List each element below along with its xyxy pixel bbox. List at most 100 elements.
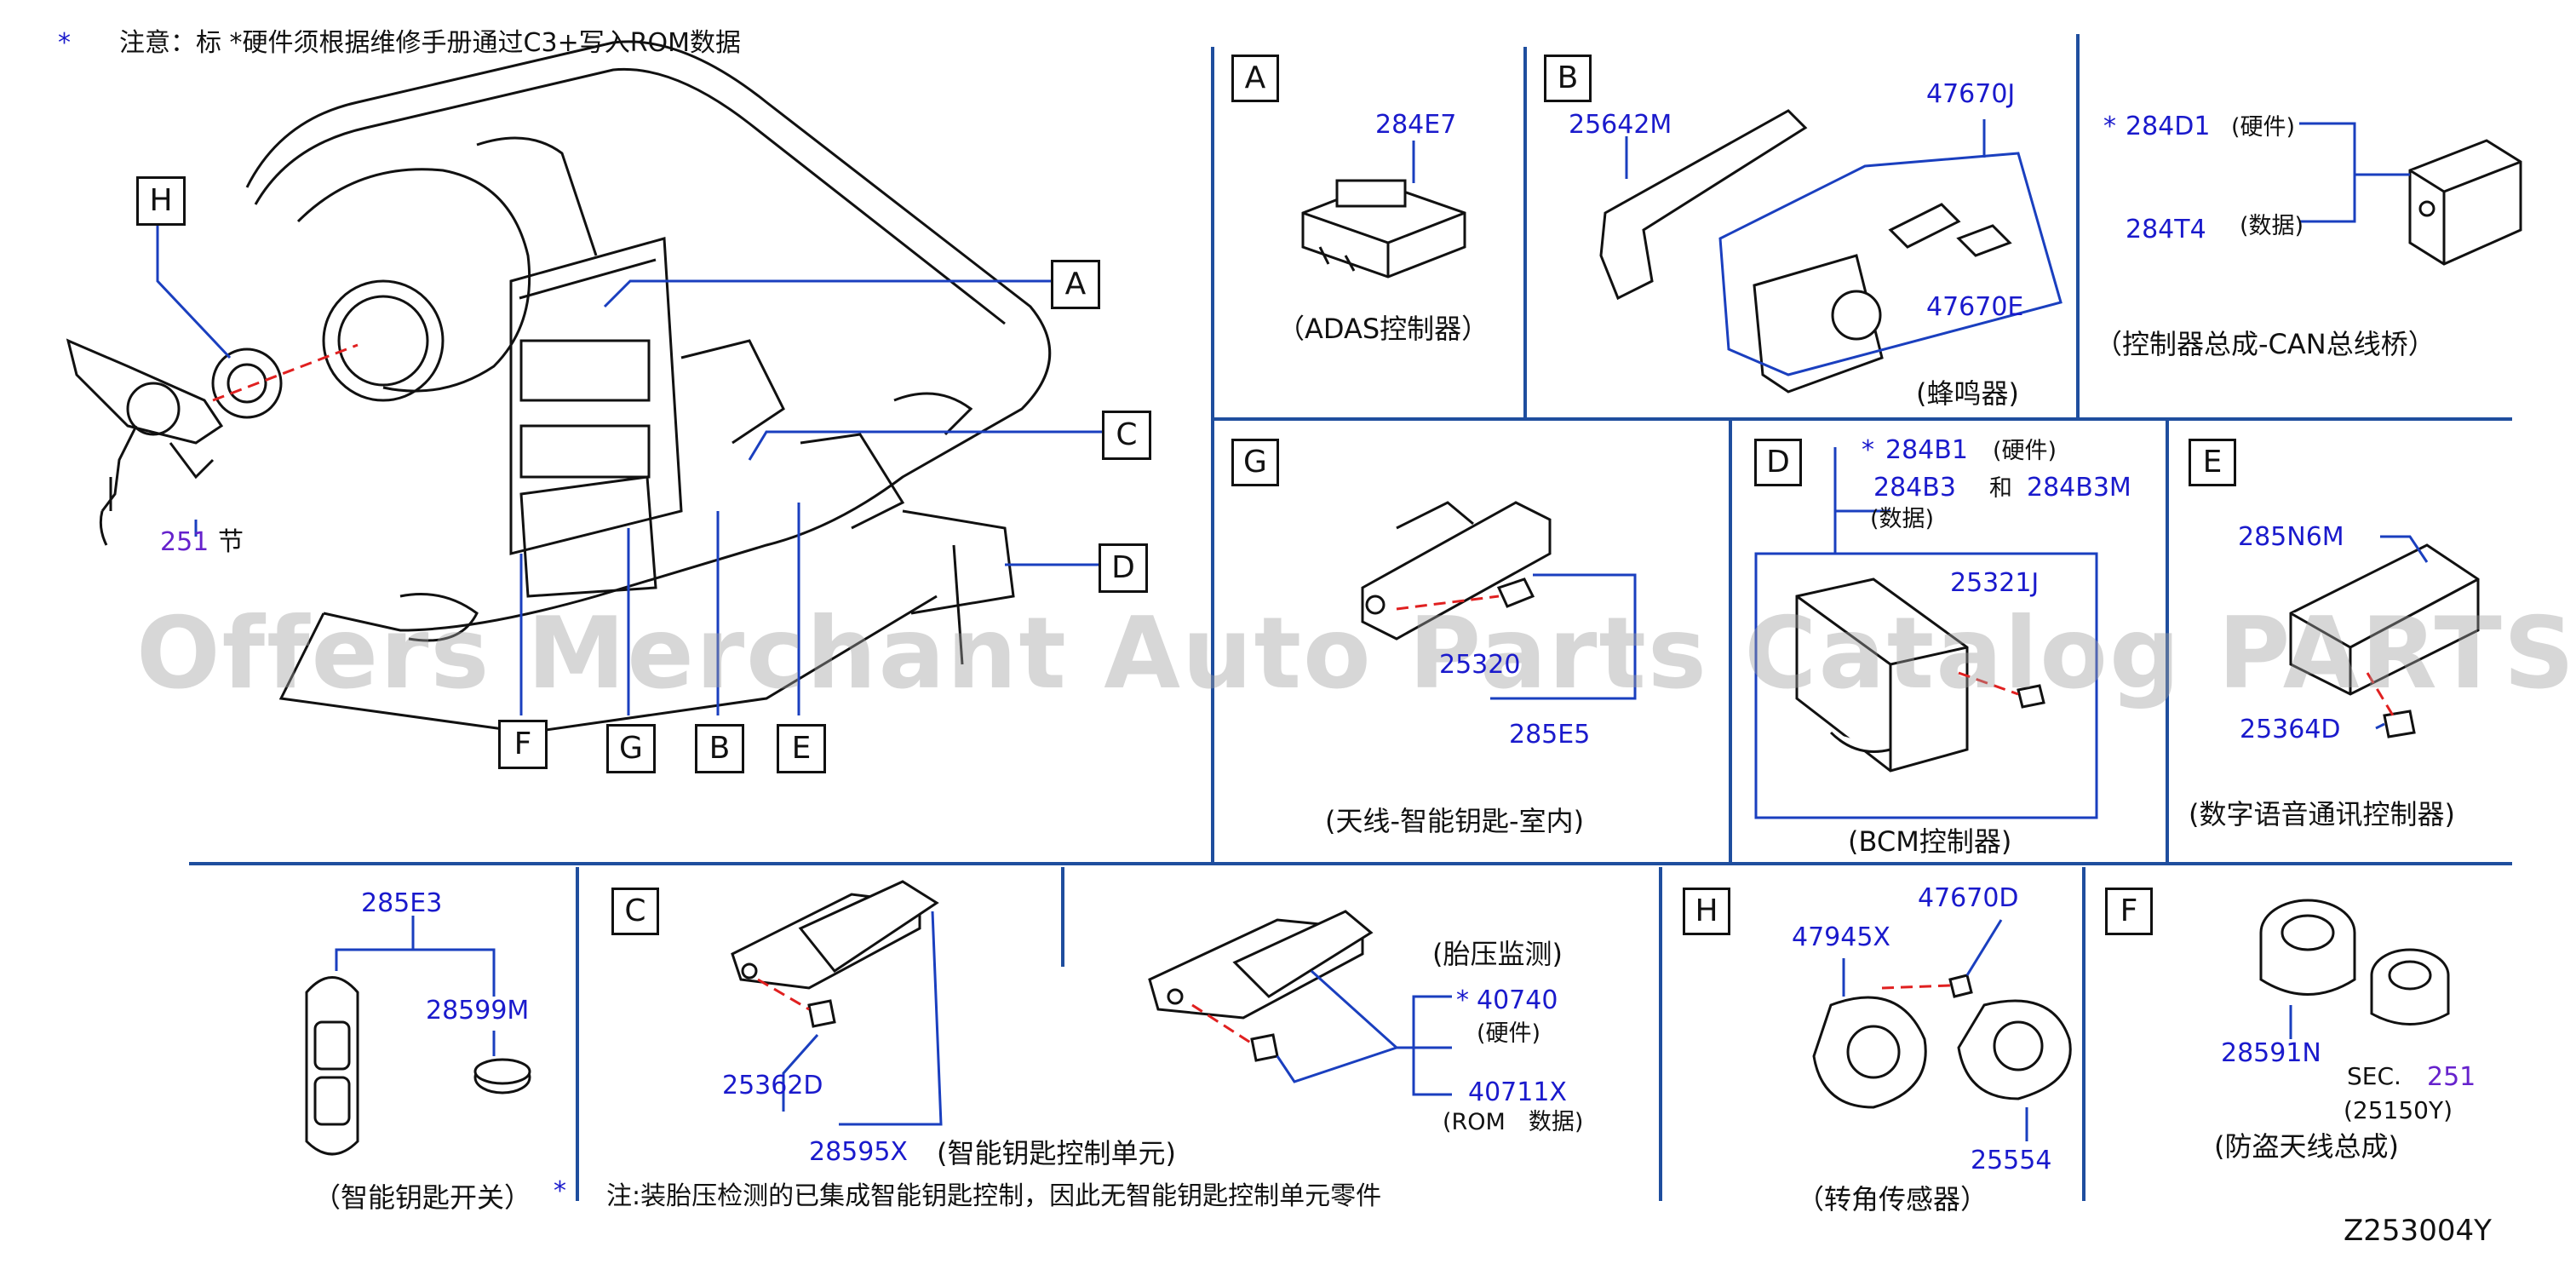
- caption-buzzer: (蜂鸣器): [1916, 377, 2019, 410]
- dash-line: [2366, 672, 2395, 716]
- part-285E3[interactable]: 285E3: [361, 888, 443, 918]
- star-284D1: *: [2103, 112, 2116, 141]
- panel-label-D: D: [1754, 439, 1802, 486]
- caption-adas: （ADAS控制器）: [1277, 313, 1489, 345]
- caption-antenna: (天线-智能钥匙-室内): [1325, 805, 1585, 837]
- part-251[interactable]: 251: [160, 527, 209, 557]
- part-25362D[interactable]: 25362D: [722, 1071, 823, 1100]
- smart-key-unit-drawing: [731, 880, 939, 1028]
- key-fob-drawing: [305, 976, 531, 1156]
- can-bridge-drawing: [2408, 139, 2522, 266]
- dash-line: [212, 343, 359, 402]
- note-star: *: [58, 28, 71, 58]
- antenna-drawing: [1361, 501, 1552, 641]
- callout-H[interactable]: H: [136, 176, 186, 226]
- caption-immobiliser: (防盗天线总成): [2214, 1130, 2399, 1163]
- part-40740[interactable]: 40740: [1477, 985, 1558, 1015]
- part-25321J[interactable]: 25321J: [1950, 568, 2040, 598]
- buzzer-drawing: [1599, 109, 2012, 394]
- part-284B3M[interactable]: 284B3M: [2027, 473, 2131, 503]
- panel-label-E: E: [2189, 439, 2236, 486]
- part-251-suffix: 节: [218, 527, 244, 557]
- part-284E7[interactable]: 284E7: [1375, 110, 1457, 140]
- and-text: 和: [1989, 475, 2012, 502]
- antenna-leader: [1490, 573, 1637, 700]
- callout-A[interactable]: A: [1051, 260, 1100, 309]
- note-data-d: (数据): [1870, 506, 1935, 532]
- caption-can-bridge: （控制器总成-CAN总线桥）: [2095, 328, 2435, 360]
- part-284D1[interactable]: 284D1: [2126, 112, 2211, 141]
- callout-D[interactable]: D: [1099, 543, 1148, 593]
- part-47670J[interactable]: 47670J: [1926, 79, 2016, 109]
- panel-label-F: F: [2105, 888, 2153, 935]
- dash-line: [1881, 984, 1951, 990]
- part-28591N[interactable]: 28591N: [2221, 1038, 2321, 1068]
- panel-label-B: B: [1544, 55, 1592, 102]
- part-285E5[interactable]: 285E5: [1509, 720, 1591, 750]
- part-284T4[interactable]: 284T4: [2126, 215, 2206, 244]
- dash-line: [1191, 1003, 1253, 1045]
- panel-label-H: H: [1683, 888, 1730, 935]
- part-285N6M[interactable]: 285N6M: [2238, 522, 2344, 552]
- caption-smart-key-unit: (智能钥匙控制单元): [937, 1137, 1176, 1169]
- angle-sensor-drawing: [1812, 974, 2072, 1109]
- caption-bcm: (BCM控制器): [1848, 825, 2012, 858]
- bcm-drawing: [1795, 577, 2045, 773]
- note-data: (数据): [2240, 213, 2304, 239]
- footnote-tpms: 注:装胎压检测的已集成智能钥匙控制，因此无智能钥匙控制单元零件: [606, 1181, 1382, 1211]
- part-40711X[interactable]: 40711X: [1468, 1077, 1567, 1107]
- dash-line: [1958, 671, 2019, 696]
- smart-key-leaders: [782, 911, 943, 1126]
- part-28599M[interactable]: 28599M: [426, 996, 530, 1026]
- panel-label-G: G: [1231, 439, 1279, 486]
- note-hardware: (硬件): [2231, 114, 2296, 141]
- part-25554[interactable]: 25554: [1971, 1146, 2052, 1175]
- callout-G[interactable]: G: [606, 724, 656, 773]
- part-284B3[interactable]: 284B3: [1873, 473, 1956, 503]
- part-25642M[interactable]: 25642M: [1569, 110, 1672, 140]
- voice-leader-2: [2375, 722, 2385, 730]
- star-footnote: *: [554, 1176, 566, 1206]
- callout-leaders: [156, 223, 1103, 715]
- can-bridge-leaders: [2299, 122, 2410, 223]
- diagram-code: Z253004Y: [2344, 1214, 2492, 1248]
- watermark: Offers Merchant Auto Parts Catalog PARTS…: [136, 596, 2576, 711]
- key-leaders: [335, 916, 496, 1056]
- note-hardware-d: (硬件): [1993, 438, 2057, 464]
- sec-number[interactable]: 251: [2427, 1062, 2476, 1092]
- caption-voice: (数字语音通讯控制器): [2189, 798, 2455, 830]
- part-47670E[interactable]: 47670E: [1926, 292, 2024, 322]
- tpms-unit-drawing: [1148, 910, 1374, 1062]
- tpms-leaders: [1276, 969, 1452, 1096]
- star-284B1: *: [1862, 435, 1874, 465]
- callout-E[interactable]: E: [777, 724, 826, 773]
- dashboard-drawing: [245, 40, 1052, 734]
- buzzer-leaders: [1625, 119, 1986, 179]
- callout-F[interactable]: F: [498, 720, 548, 769]
- panel-frame: [189, 34, 2512, 1201]
- steering-switch-drawing: [66, 338, 283, 546]
- sec-sub-number: (25150Y): [2344, 1096, 2453, 1124]
- part-28595X[interactable]: 28595X: [809, 1137, 908, 1167]
- dash-line: [757, 978, 810, 1011]
- dash-line: [1396, 595, 1500, 611]
- immobiliser-drawing: [2259, 899, 2450, 1026]
- star-40740: *: [1456, 985, 1469, 1015]
- callout-B[interactable]: B: [695, 724, 744, 773]
- voice-leader: [2380, 535, 2429, 563]
- part-47670D[interactable]: 47670D: [1918, 883, 2019, 913]
- part-25320[interactable]: 25320: [1439, 650, 1521, 680]
- callout-C[interactable]: C: [1102, 411, 1151, 460]
- bcm-group-outline: [1754, 552, 2098, 819]
- caption-tpms: (胎压监测): [1432, 938, 1563, 970]
- part-284B1[interactable]: 284B1: [1885, 435, 1968, 465]
- note-rom-data: (ROM 数据): [1443, 1109, 1584, 1135]
- adas-module-drawing: [1301, 179, 1466, 279]
- panel-label-C: C: [611, 888, 659, 935]
- buzzer-group-outline: [1718, 152, 2063, 376]
- note-text: 注意：标 *硬件须根据维修手册通过C3+写入ROM数据: [119, 28, 742, 58]
- part-25364D[interactable]: 25364D: [2240, 715, 2341, 744]
- part-47945X[interactable]: 47945X: [1792, 922, 1890, 952]
